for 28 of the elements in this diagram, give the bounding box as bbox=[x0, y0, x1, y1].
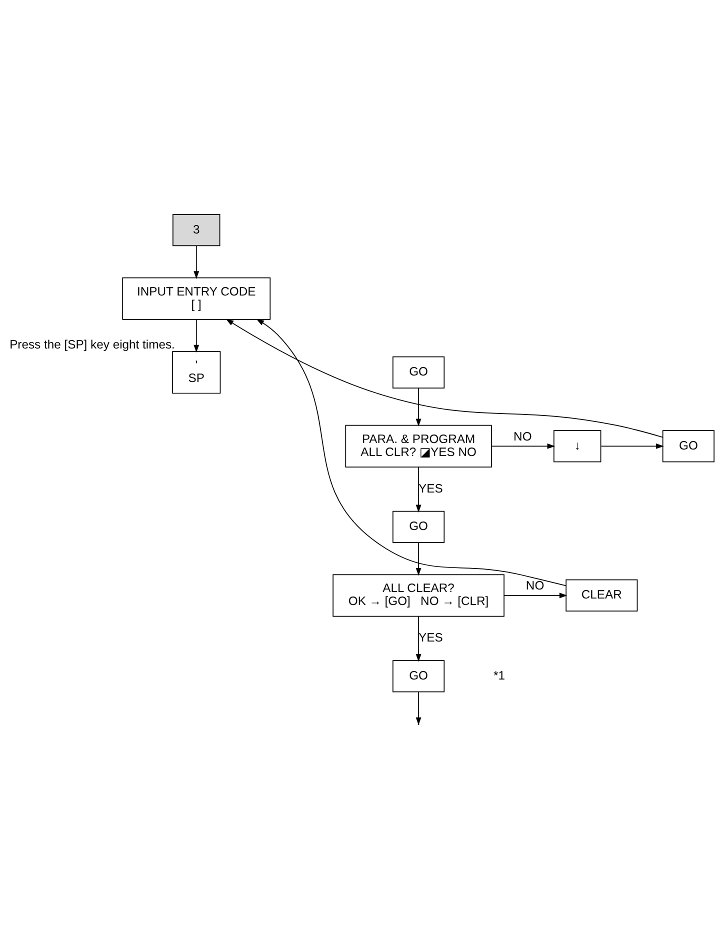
node-label: Press the [SP] key eight times. bbox=[10, 337, 175, 352]
node-box: ↓ bbox=[554, 430, 602, 462]
node-box: CLEAR bbox=[566, 579, 638, 612]
edge-label: YES bbox=[418, 630, 443, 645]
edge-label: NO bbox=[526, 578, 544, 593]
arrow bbox=[256, 318, 566, 586]
label: *1 bbox=[494, 668, 505, 682]
arrow bbox=[416, 466, 422, 513]
node-box: INPUT ENTRY CODE [ ] bbox=[122, 277, 271, 320]
arrow bbox=[416, 616, 422, 662]
arrow bbox=[491, 443, 556, 449]
node-box: GO bbox=[392, 510, 445, 543]
arrow bbox=[416, 388, 422, 427]
arrow bbox=[194, 319, 200, 353]
edge-label: YES bbox=[418, 481, 443, 496]
node-box: ' SP bbox=[172, 351, 221, 394]
node-box: GO bbox=[662, 430, 714, 462]
edge-label: NO bbox=[514, 429, 532, 444]
arrow bbox=[416, 542, 422, 576]
arrow bbox=[226, 318, 664, 438]
node-box: GO bbox=[392, 356, 445, 388]
arrow bbox=[504, 592, 568, 598]
node-box: 3 bbox=[172, 214, 220, 246]
node-box: GO bbox=[392, 660, 445, 692]
node-box: PARA. & PROGRAM ALL CLR? ◪YES NO bbox=[345, 424, 492, 468]
arrow bbox=[600, 443, 664, 449]
node-box: ALL CLEAR? OK → [GO] NO → [CLR] bbox=[332, 574, 504, 617]
arrow bbox=[194, 245, 200, 279]
